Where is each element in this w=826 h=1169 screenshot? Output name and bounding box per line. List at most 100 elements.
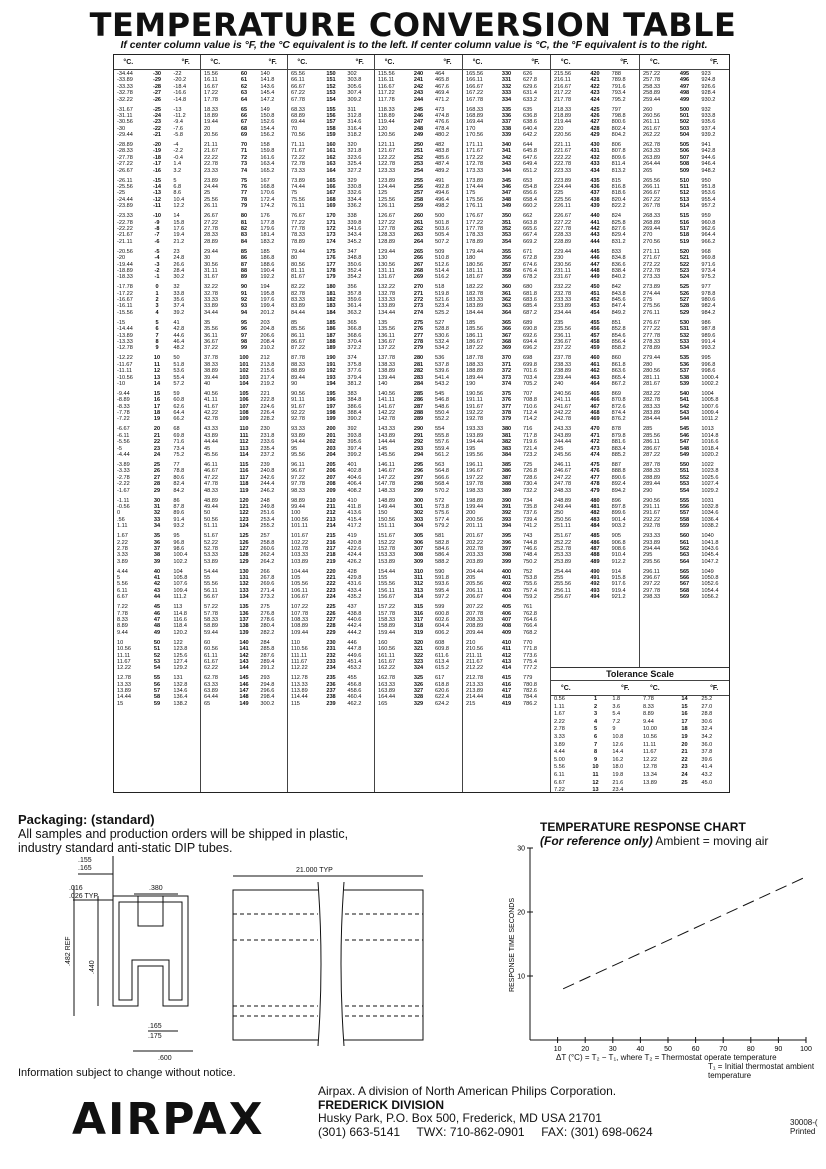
cell-celsius: 118.89: [378, 112, 395, 119]
cell-center: 438: [590, 196, 600, 203]
cell-fahrenheit: 1049: [701, 568, 714, 575]
cell-center: 87: [240, 261, 248, 268]
table-row: -31.67-25-13: [114, 107, 200, 113]
cell-fahrenheit: 804.2: [611, 132, 626, 139]
cell-fahrenheit: 271.4: [260, 587, 275, 594]
cell-celsius: 93.33: [291, 426, 305, 433]
cell-fahrenheit: 82.4: [173, 481, 185, 488]
cell-fahrenheit: 122: [173, 639, 183, 646]
cell-center: 36: [153, 539, 161, 546]
cell-center: 105: [239, 390, 249, 397]
cell-fahrenheit: -5.8: [173, 132, 183, 139]
header-celsius: °C.: [210, 58, 221, 66]
cell-center: 53: [153, 658, 161, 665]
cell-celsius: 71.67: [291, 148, 305, 155]
tolerance-center: 23: [681, 764, 688, 771]
cell-fahrenheit: 599: [435, 604, 445, 611]
cell-center: -15: [152, 177, 162, 184]
cell-fahrenheit: 95: [173, 533, 180, 540]
cell-fahrenheit: 539.6: [435, 368, 449, 375]
table-row: -30-22-7.6: [114, 126, 200, 132]
cell-center: 427: [590, 119, 600, 126]
cell-center: 216: [326, 539, 336, 546]
cell-fahrenheit: 75.2: [173, 452, 185, 459]
cell-fahrenheit: 977: [701, 284, 711, 291]
cell-celsius: 265: [643, 167, 653, 174]
cell-center: 238: [326, 694, 336, 701]
cell-celsius: 81.67: [291, 274, 305, 281]
cell-center: 209: [326, 487, 336, 494]
cell-fahrenheit: 284: [260, 639, 270, 646]
cell-fahrenheit: 383: [347, 390, 357, 397]
cell-fahrenheit: 420.8: [347, 539, 362, 546]
cell-center: 200: [326, 426, 336, 433]
cell-fahrenheit: 1009.4: [701, 410, 719, 417]
tolerance-celsius: 12.78: [643, 764, 657, 771]
cell-fahrenheit: 780.8: [523, 681, 537, 688]
cell-celsius: 22.78: [204, 161, 218, 168]
cell-center: 419: [501, 700, 512, 707]
cell-celsius: 212.22: [466, 665, 484, 672]
cell-center: 124: [239, 523, 249, 530]
cell-center: 101: [239, 361, 249, 368]
cell-center: 261: [413, 219, 424, 226]
cell-fahrenheit: 91.4: [173, 516, 185, 523]
cell-celsius: 137.78: [378, 355, 396, 362]
cell-fahrenheit: 541.4: [435, 374, 449, 381]
cell-fahrenheit: 665.6: [523, 225, 537, 232]
cell-celsius: 200: [466, 510, 476, 517]
cell-center: 409: [501, 629, 512, 636]
cell-fahrenheit: 447.8: [347, 646, 362, 653]
cell-fahrenheit: 50: [173, 355, 180, 362]
cell-celsius: -10: [117, 380, 126, 387]
cell-fahrenheit: 995: [701, 355, 711, 362]
cell-center: 356: [501, 255, 512, 262]
cell-center: 518: [679, 232, 690, 239]
cell-fahrenheit: 689: [523, 319, 533, 326]
cell-celsius: 227.78: [554, 225, 572, 232]
cell-center: 488: [590, 552, 600, 559]
cell-fahrenheit: 892.4: [611, 481, 626, 488]
cell-fahrenheit: 624.2: [435, 700, 449, 707]
cell-celsius: 186.67: [466, 339, 484, 345]
cell-celsius: 238.33: [554, 361, 572, 368]
cell-center: 19: [153, 416, 161, 423]
cell-fahrenheit: 1043.6: [701, 545, 719, 552]
cell-center: 183: [326, 303, 336, 310]
cell-fahrenheit: 347: [347, 248, 357, 255]
cell-fahrenheit: 109.4: [173, 587, 188, 594]
cell-center: 84: [240, 238, 248, 245]
cell-center: 131: [239, 575, 249, 582]
table-header: °C.°F.: [201, 55, 287, 70]
cell-center: 228: [326, 623, 336, 630]
cell-fahrenheit: -16.6: [173, 90, 187, 97]
cell-celsius: 77.22: [291, 219, 305, 226]
cell-celsius: 150.56: [378, 516, 396, 523]
cell-center: 79: [240, 203, 248, 210]
cell-fahrenheit: 188.6: [260, 261, 275, 268]
